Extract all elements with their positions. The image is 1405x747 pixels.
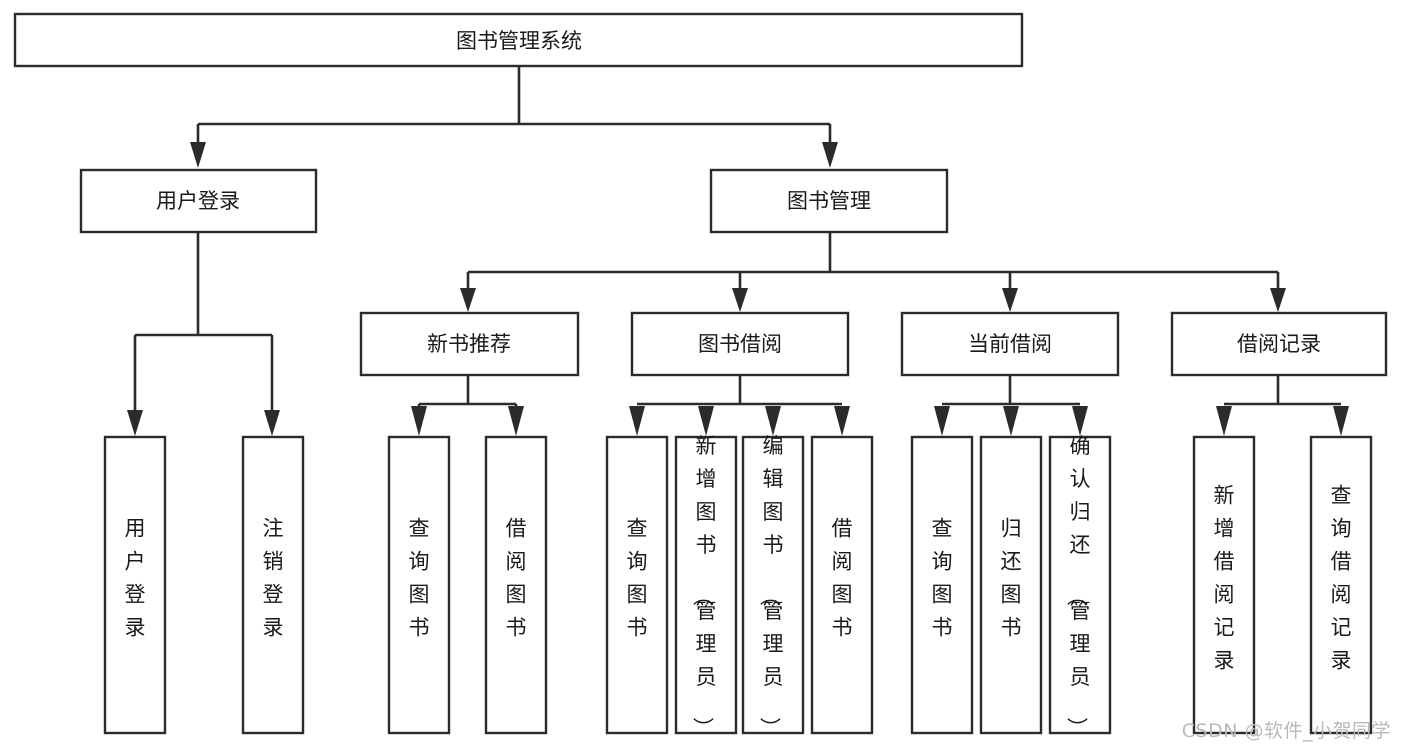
leaf-current-borrow-3-label: 确认归还（管理员） (1065, 434, 1091, 738)
leaf-user-login-1[interactable] (103, 435, 167, 735)
node-root-label: 图书管理系统 (456, 29, 582, 53)
arrow-user-login-leaf-2 (264, 410, 280, 436)
node-borrow-record[interactable]: 借阅记录 (1170, 311, 1388, 377)
arrow-borrow-record-leaf-2 (1333, 406, 1349, 436)
leaf-book-borrow-3[interactable] (741, 435, 805, 735)
arrow-user-login-leaf-1 (127, 410, 143, 436)
connector-group-new-book (411, 375, 524, 436)
leaf-current-borrow-2-box[interactable] (979, 435, 1043, 735)
leaf-new-book-2-label: 借阅图书 (506, 517, 527, 640)
arrow-root-to-user-login (190, 142, 206, 168)
node-user-login-label: 用户登录 (156, 189, 240, 213)
arrow-current-borrow-leaf-3 (1072, 406, 1088, 436)
leaf-user-login-1-box[interactable] (103, 435, 167, 735)
leaf-current-borrow-1[interactable] (910, 435, 974, 735)
leaf-book-borrow-2-box[interactable] (674, 435, 738, 735)
leaf-book-borrow-4-box[interactable] (810, 435, 874, 735)
arrow-new-book-leaf-2 (508, 406, 524, 436)
leaf-book-borrow-4[interactable] (810, 435, 874, 735)
connector-group-borrow-record (1216, 375, 1349, 436)
arrow-new-book-leaf-1 (411, 406, 427, 436)
arrow-book-manage-to-current-borrow (1002, 288, 1018, 312)
leaf-current-borrow-3-box[interactable] (1048, 435, 1112, 735)
connector-group-root (190, 66, 838, 168)
node-borrow-record-box[interactable] (1170, 311, 1388, 377)
arrow-book-manage-to-borrow-record (1270, 288, 1286, 312)
node-borrow-record-label: 借阅记录 (1237, 332, 1321, 356)
leaf-labels: 用户登录 注销登录 查询图书 借阅图书 查询图书 新增图书（管理员） 编辑图书（… (125, 434, 1352, 738)
node-current-borrow-box[interactable] (900, 311, 1120, 377)
node-book-borrow[interactable]: 图书借阅 (630, 311, 850, 377)
leaf-borrow-record-1-box[interactable] (1192, 435, 1256, 735)
node-book-manage-box[interactable] (709, 168, 949, 234)
leaf-book-borrow-1-box[interactable] (605, 435, 669, 735)
leaf-book-borrow-3-box[interactable] (741, 435, 805, 735)
leaf-book-borrow-4-label: 借阅图书 (832, 517, 853, 640)
node-book-manage-label: 图书管理 (787, 189, 871, 213)
leaf-borrow-record-1[interactable] (1192, 435, 1256, 735)
leaf-new-book-2[interactable] (484, 435, 548, 735)
leaf-book-borrow-2-label: 新增图书（管理员） (691, 434, 717, 738)
leaf-current-borrow-2-label: 归还图书 (1001, 517, 1022, 640)
node-new-book-recommend[interactable]: 新书推荐 (359, 311, 580, 377)
leaf-current-borrow-1-box[interactable] (910, 435, 974, 735)
arrow-book-manage-to-book-borrow (732, 288, 748, 312)
connector-group-book-borrow (629, 375, 850, 436)
connector-group-user-login (127, 232, 280, 436)
arrow-book-borrow-leaf-4 (834, 406, 850, 436)
connector-group-current-borrow (934, 375, 1088, 436)
arrow-current-borrow-leaf-1 (934, 406, 950, 436)
leaf-book-borrow-2[interactable] (674, 435, 738, 735)
leaf-current-borrow-2[interactable] (979, 435, 1043, 735)
leaf-book-borrow-3-label: 编辑图书（管理员） (758, 434, 784, 738)
node-root[interactable]: 图书管理系统 (13, 12, 1024, 68)
node-book-borrow-box[interactable] (630, 311, 850, 377)
leaf-user-login-2[interactable] (241, 435, 305, 735)
leaf-user-login-2-label: 注销登录 (263, 517, 284, 640)
arrow-book-borrow-leaf-3 (765, 406, 781, 436)
leaf-borrow-record-2[interactable] (1309, 435, 1373, 735)
node-current-borrow[interactable]: 当前借阅 (900, 311, 1120, 377)
leaf-new-book-2-box[interactable] (484, 435, 548, 735)
arrow-current-borrow-leaf-2 (1003, 406, 1019, 436)
arrow-borrow-record-leaf-1 (1216, 406, 1232, 436)
leaf-current-borrow-1-label: 查询图书 (932, 517, 953, 640)
leaf-new-book-1-label: 查询图书 (409, 517, 430, 640)
leaf-borrow-record-2-label: 查询借阅记录 (1331, 484, 1352, 673)
node-root-box[interactable] (13, 12, 1024, 68)
leaf-book-borrow-1[interactable] (605, 435, 669, 735)
leaf-new-book-1[interactable] (387, 435, 451, 735)
leaf-user-login-1-label: 用户登录 (125, 517, 146, 640)
node-new-book-recommend-box[interactable] (359, 311, 580, 377)
arrow-book-manage-to-new-book (460, 288, 476, 312)
arrow-book-borrow-leaf-2 (698, 406, 714, 436)
node-book-borrow-label: 图书借阅 (698, 332, 782, 356)
node-user-login[interactable]: 用户登录 (79, 168, 318, 234)
leaf-borrow-record-1-label: 新增借阅记录 (1214, 484, 1235, 673)
node-new-book-recommend-label: 新书推荐 (427, 332, 511, 356)
leaf-current-borrow-3[interactable] (1048, 435, 1112, 735)
arrow-root-to-book-manage (822, 142, 838, 168)
leaf-user-login-2-box[interactable] (241, 435, 305, 735)
node-user-login-box[interactable] (79, 168, 318, 234)
node-current-borrow-label: 当前借阅 (968, 332, 1052, 356)
node-book-manage[interactable]: 图书管理 (709, 168, 949, 234)
leaf-book-borrow-1-label: 查询图书 (627, 517, 648, 640)
leaf-new-book-1-box[interactable] (387, 435, 451, 735)
arrow-book-borrow-leaf-1 (629, 406, 645, 436)
connector-group-book-manage (460, 232, 1286, 312)
leaf-borrow-record-2-box[interactable] (1309, 435, 1373, 735)
